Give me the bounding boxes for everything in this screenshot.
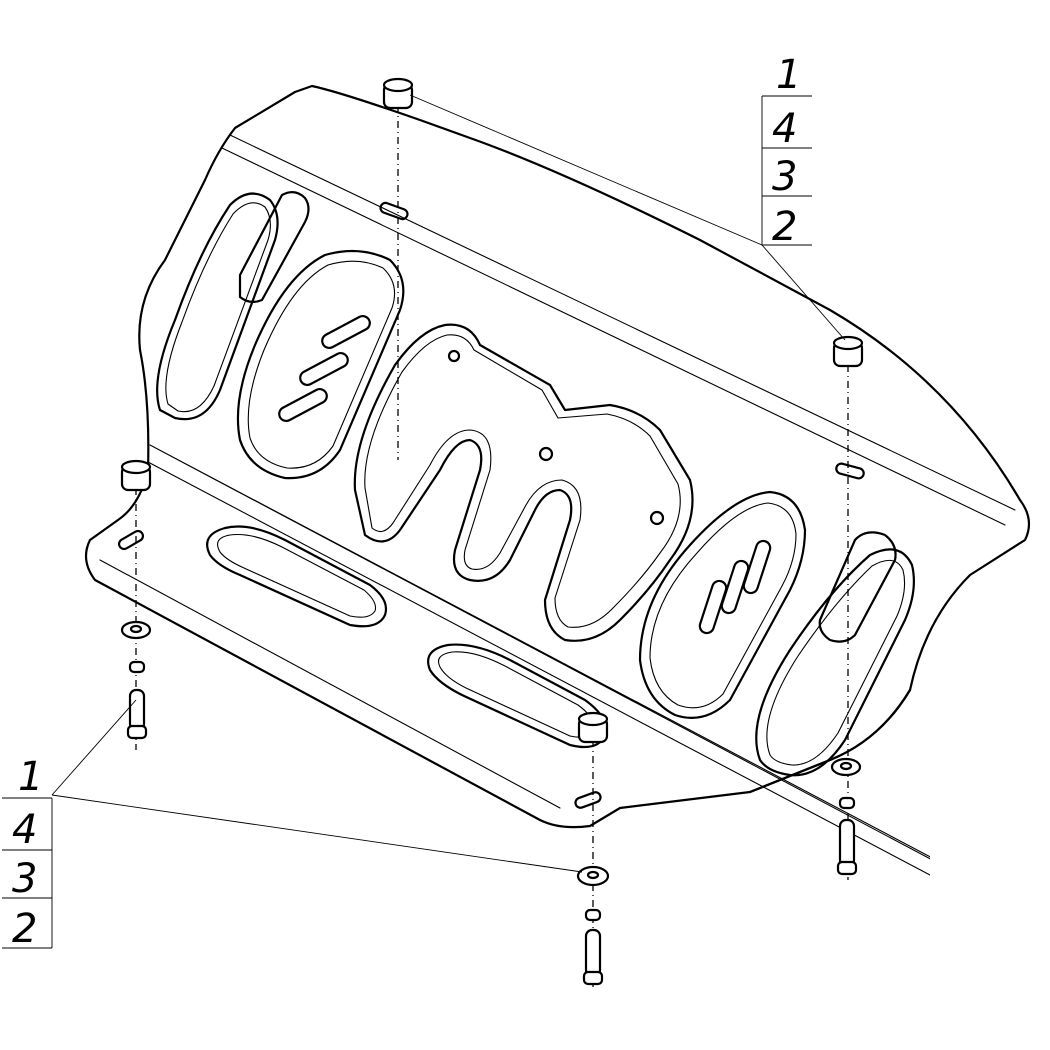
nut-icon xyxy=(577,711,609,744)
washer-icon xyxy=(576,865,610,887)
callout-label: 1 xyxy=(18,754,43,800)
upper-bend-line-2 xyxy=(221,147,1006,526)
callout-label: 2 xyxy=(12,906,37,952)
bolt-icon xyxy=(582,928,604,986)
skid-plate xyxy=(84,84,1031,881)
bolt-icon xyxy=(126,688,148,740)
washer-icon xyxy=(120,620,152,640)
nut-icon xyxy=(120,459,152,492)
lock-washer-icon xyxy=(584,908,602,922)
fastener-top-left xyxy=(382,77,414,110)
bolt-icon xyxy=(836,818,858,876)
lower-bend-line-1 xyxy=(149,444,971,881)
washer-icon xyxy=(830,757,862,777)
callout-table-top-right: 1 4 3 2 xyxy=(761,52,812,250)
callout-label: 2 xyxy=(772,204,797,250)
callout-table-bottom-left: 1 4 3 2 xyxy=(2,754,53,952)
leader-lines xyxy=(51,94,846,873)
embossed-ribs xyxy=(117,191,915,809)
callout-label: 4 xyxy=(12,807,37,853)
lock-washer-icon xyxy=(838,796,856,810)
callout-label: 1 xyxy=(776,52,801,98)
lower-bend-line-2 xyxy=(147,461,931,876)
upper-bend-line-1 xyxy=(229,134,1016,511)
nut-icon xyxy=(832,335,864,368)
callout-label: 4 xyxy=(772,106,797,152)
nut-icon xyxy=(382,77,414,110)
fastener-left xyxy=(120,459,152,740)
plate-outline xyxy=(84,84,1031,829)
lock-washer-icon xyxy=(128,660,146,674)
callout-label: 3 xyxy=(12,856,37,902)
fastener-top-right xyxy=(830,335,864,876)
callout-label: 3 xyxy=(772,154,797,200)
fastener-bottom xyxy=(576,711,610,986)
lower-flange-line xyxy=(99,559,561,809)
